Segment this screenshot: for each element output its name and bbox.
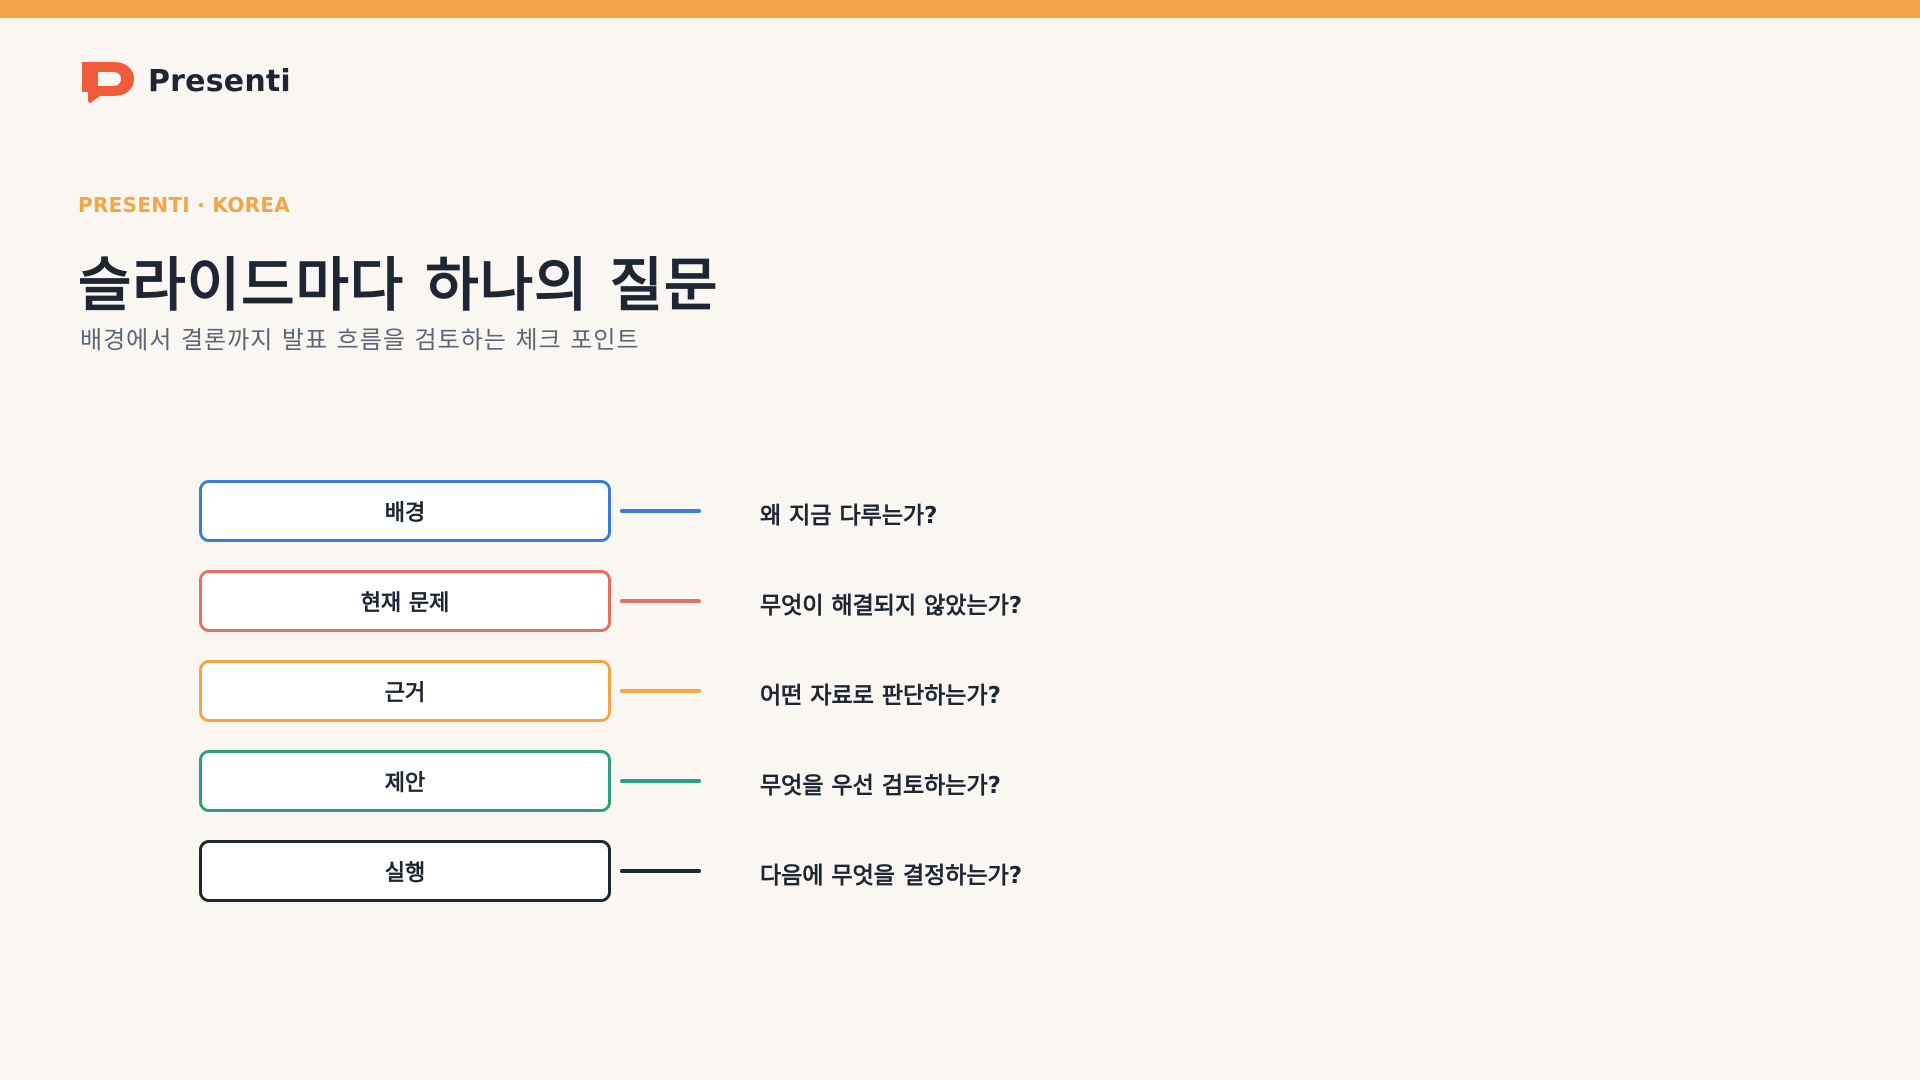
stage-row-background: 배경 왜 지금 다루는가? bbox=[199, 480, 1099, 542]
top-accent-bar bbox=[0, 0, 1920, 18]
page-subtitle: 배경에서 결론까지 발표 흐름을 검토하는 체크 포인트 bbox=[80, 326, 640, 354]
stage-row-execution: 실행 다음에 무엇을 결정하는가? bbox=[199, 840, 1099, 902]
connector-line bbox=[620, 869, 701, 873]
eyebrow-label: PRESENTI · KOREA bbox=[78, 193, 291, 217]
stage-row-proposal: 제안 무엇을 우선 검토하는가? bbox=[199, 750, 1099, 812]
brand-name: Presenti bbox=[148, 63, 291, 99]
stage-row-evidence: 근거 어떤 자료로 판단하는가? bbox=[199, 660, 1099, 722]
connector-line bbox=[620, 509, 701, 513]
stage-box: 현재 문제 bbox=[199, 570, 611, 632]
stage-box: 근거 bbox=[199, 660, 611, 722]
connector-line bbox=[620, 779, 701, 783]
connector-line bbox=[620, 599, 701, 603]
stage-question: 무엇을 우선 검토하는가? bbox=[760, 773, 1001, 799]
stage-row-current-problem: 현재 문제 무엇이 해결되지 않았는가? bbox=[199, 570, 1099, 632]
stage-box: 제안 bbox=[199, 750, 611, 812]
presenti-logo-icon bbox=[82, 62, 134, 103]
connector-line bbox=[620, 689, 701, 693]
stage-box: 실행 bbox=[199, 840, 611, 902]
stage-question: 어떤 자료로 판단하는가? bbox=[760, 683, 1001, 709]
page-title: 슬라이드마다 하나의 질문 bbox=[78, 251, 719, 319]
stage-box: 배경 bbox=[199, 480, 611, 542]
stage-question: 왜 지금 다루는가? bbox=[760, 503, 938, 529]
stage-question: 무엇이 해결되지 않았는가? bbox=[760, 593, 1023, 619]
stage-question: 다음에 무엇을 결정하는가? bbox=[760, 863, 1023, 889]
logo: Presenti bbox=[78, 58, 291, 104]
